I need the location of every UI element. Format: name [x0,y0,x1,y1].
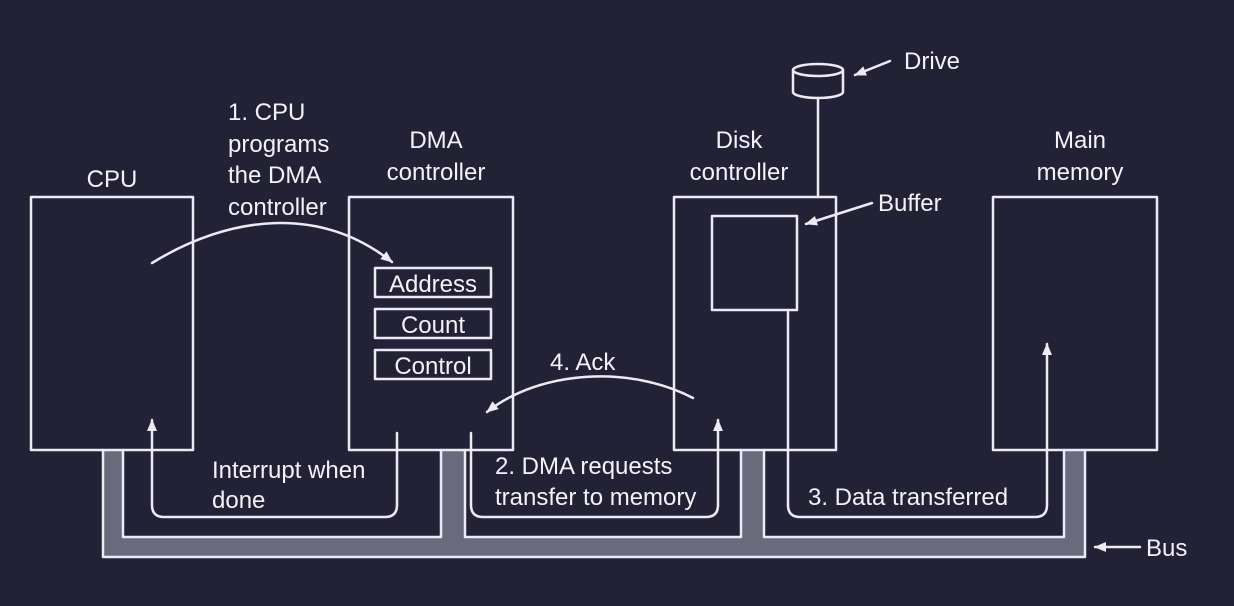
bus-label: Bus [1146,535,1187,562]
bus-inner-rail-3 [762,448,1066,539]
dma-controller-box [347,195,515,452]
buffer-box [710,214,799,312]
memory-label-line2: memory [1037,159,1124,186]
step3-arrow [786,310,1052,519]
bus-band [103,450,1085,557]
buffer-pointer-arrow [804,201,874,226]
bus-inner-rail-2 [463,448,743,539]
address-register-label: Address [389,271,477,298]
bus-inner-rail-1 [121,448,443,539]
interrupt-line2: done [212,487,265,514]
dma-label-line1: DMA [409,127,462,154]
address-register-box [373,266,493,299]
cpu-box [29,195,195,452]
count-register-box [373,307,493,340]
disk-label-line1: Disk [716,127,764,154]
interrupt-line1: Interrupt when [212,457,365,484]
cpu-label: CPU [87,166,138,193]
step2-line2: transfer to memory [495,484,696,511]
step1-line2: programs [228,131,329,158]
step1-line3: the DMA [228,162,321,189]
memory-label-line1: Main [1054,127,1106,154]
disk-label-line2: controller [690,159,789,186]
drive-icon [791,62,845,100]
drive-label: Drive [904,48,960,75]
bus-outer-rail [101,448,1087,559]
step1-line1: 1. CPU [228,99,305,126]
step2-line1: 2. DMA requests [495,453,672,480]
control-register-label: Control [394,353,471,380]
step1-arrow [150,221,394,265]
drive-pointer-arrow [853,59,892,77]
step4-arrow [485,375,695,414]
bus [101,448,1087,559]
buffer-label: Buffer [878,190,942,217]
count-register-label: Count [401,312,465,339]
step1-line4: controller [228,194,327,221]
control-register-box [373,348,493,381]
dma-label-line2: controller [387,159,486,186]
step2-arrow [469,418,723,519]
disk-controller-box [672,195,838,452]
interrupt-arrow [147,418,399,519]
step3-label: 3. Data transferred [808,484,1008,511]
main-memory-box [991,195,1159,452]
step4-label: 4. Ack [550,349,616,376]
